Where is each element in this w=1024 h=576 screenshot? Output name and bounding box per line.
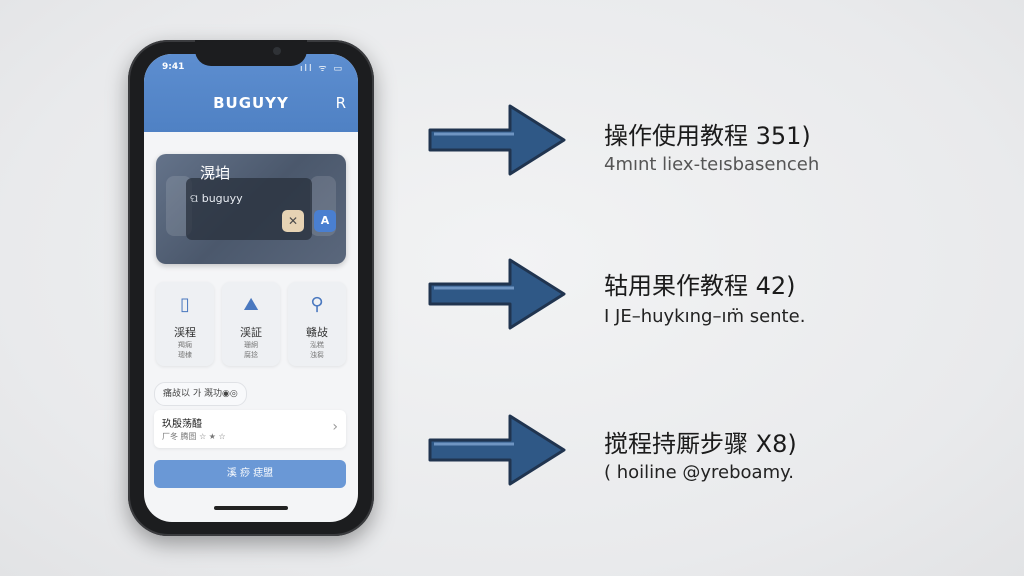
list-item-title: 玖殷荡醯 [162, 419, 202, 430]
status-time: 9:41 [162, 62, 185, 72]
phone-notch [195, 40, 307, 66]
feature-tile-3[interactable]: ⚲ 赣敁 泓糕浊芻 [288, 282, 346, 366]
phone-mockup: 9:41 ıll ᯤ ▭ BUGUYY R 滉垍 ପ buguyy ✕ A ▯ … [128, 40, 374, 536]
location-pin-icon: ⚲ [310, 294, 324, 315]
tile-subtitle: 珊絅腐捻 [244, 341, 258, 359]
arrow-right-icon [428, 414, 566, 486]
step-1-subtitle: 4mınt liex-teısbasenceh [604, 154, 820, 175]
hero-banner[interactable]: 滉垍 ପ buguyy ✕ A [156, 154, 346, 264]
step-2-subtitle: I JE–huykıng–ım̈ sente. [604, 306, 806, 327]
app-title: BUGUYY [213, 94, 289, 112]
tile-subtitle: 泓糕浊芻 [310, 341, 324, 359]
image-icon: ⛰ [243, 294, 259, 315]
feature-tile-1[interactable]: ▯ 渓程 羯痫璁棣 [156, 282, 214, 366]
tile-title: 赣敁 [306, 326, 328, 339]
hero-subtitle: ପ buguyy [190, 192, 243, 205]
tile-title: 渓程 [174, 326, 196, 339]
arrow-right-icon [428, 258, 566, 330]
tile-subtitle: 羯痫璁棣 [178, 341, 192, 359]
phone-screen: 9:41 ıll ᯤ ▭ BUGUYY R 滉垍 ପ buguyy ✕ A ▯ … [144, 54, 358, 522]
step-1-title: 操作使用教程 351) [604, 122, 811, 150]
list-item-subtitle: 厂冬 腾圄 ☆ ★ ☆ [162, 432, 226, 441]
filter-pill[interactable]: 痛敁以 가 溉功◉◎ [154, 382, 247, 406]
tile-title: 渓証 [240, 326, 262, 339]
header-right-button[interactable]: R [335, 94, 346, 112]
home-indicator [214, 506, 288, 510]
app-header: 9:41 ıll ᯤ ▭ BUGUYY R [144, 54, 358, 132]
step-3-subtitle: ( hoiline @yreboamy. [604, 462, 794, 483]
list-item[interactable]: 玖殷荡醯 厂冬 腾圄 ☆ ★ ☆ › [154, 410, 346, 448]
step-3-title: 搅程持厮步骤 X8) [604, 430, 797, 458]
phone-icon: ▯ [180, 294, 190, 315]
arrow-right-icon [428, 104, 566, 176]
feature-tile-2[interactable]: ⛰ 渓証 珊絅腐捻 [222, 282, 280, 366]
primary-button[interactable]: 溪 痧 痣盟 [154, 460, 346, 488]
wrench-icon[interactable]: ✕ [282, 210, 304, 232]
hero-title: 滉垍 [200, 164, 231, 182]
chevron-right-icon: › [332, 419, 338, 435]
step-2-title: 轱用果作教程 42) [604, 272, 796, 300]
camera-icon [273, 47, 281, 55]
letter-a-icon[interactable]: A [314, 210, 336, 232]
status-icons: ıll ᯤ ▭ [300, 64, 344, 74]
